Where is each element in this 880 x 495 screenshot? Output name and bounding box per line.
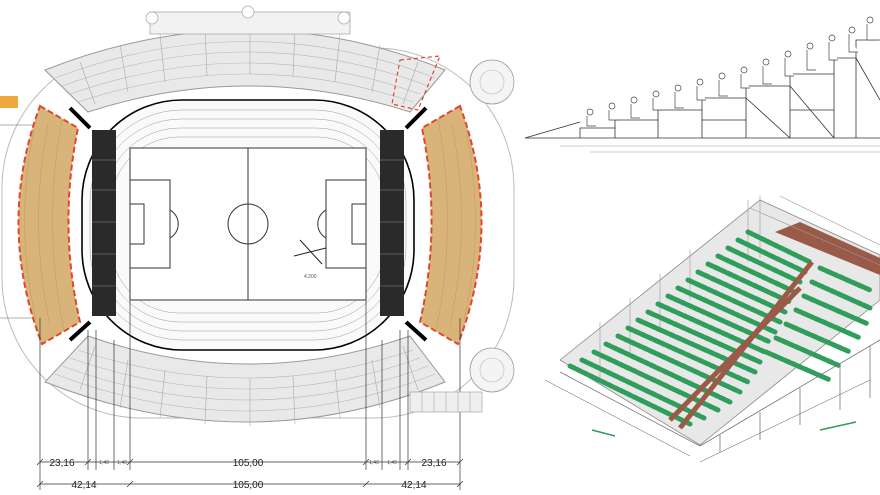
- aisle-strips: [668, 260, 814, 430]
- field-annotation: [293, 239, 327, 265]
- stadium-plan: 4.200 23,16 105,00 23,16 42,14: [0, 5, 515, 491]
- top-stand: [44, 29, 446, 113]
- tribune-deck: [559, 199, 880, 446]
- temporary-stand-left: [92, 130, 116, 316]
- top-walkway: [775, 222, 880, 275]
- dim-small-right-b: 1,40: [387, 460, 397, 466]
- dim-left-inner: 23,16: [49, 458, 74, 469]
- dimension-lines: [39, 300, 461, 490]
- dim-right-outer: 42,14: [401, 480, 426, 491]
- spectator-figures: [586, 16, 876, 127]
- tribune-section-elevation: [524, 16, 880, 153]
- football-pitch: [129, 147, 367, 301]
- orange-tag: [0, 96, 18, 108]
- temporary-stand-right: [380, 130, 404, 316]
- top-stand-aisles: [79, 26, 419, 105]
- iso-dimension-lines: [544, 379, 871, 463]
- dim-right-inner: 23,16: [421, 458, 446, 469]
- tower-bottom-right: [469, 347, 515, 393]
- tribune-rows: [24, 117, 476, 333]
- dim-small-left-a: 1,40: [99, 460, 109, 466]
- dim-small-right-a: 1,40: [369, 460, 379, 466]
- dim-center-inner: 105,00: [233, 458, 264, 469]
- field-note: 4.200: [304, 274, 317, 280]
- tribune-isometric-view: [544, 195, 880, 463]
- front-supports: [559, 339, 880, 452]
- top-stand-rows: [54, 41, 436, 103]
- dim-left-outer: 42,14: [71, 480, 96, 491]
- left-tribune: [17, 104, 82, 346]
- bottom-stand-aisles: [79, 345, 419, 426]
- top-right-dashed-outline: [391, 55, 441, 111]
- tower-top-right: [469, 59, 515, 105]
- rear-scaffold: [599, 195, 880, 378]
- right-tribune: [418, 104, 483, 346]
- dim-center-outer: 105,00: [233, 480, 264, 491]
- dim-small-left-b: 1,40: [117, 460, 127, 466]
